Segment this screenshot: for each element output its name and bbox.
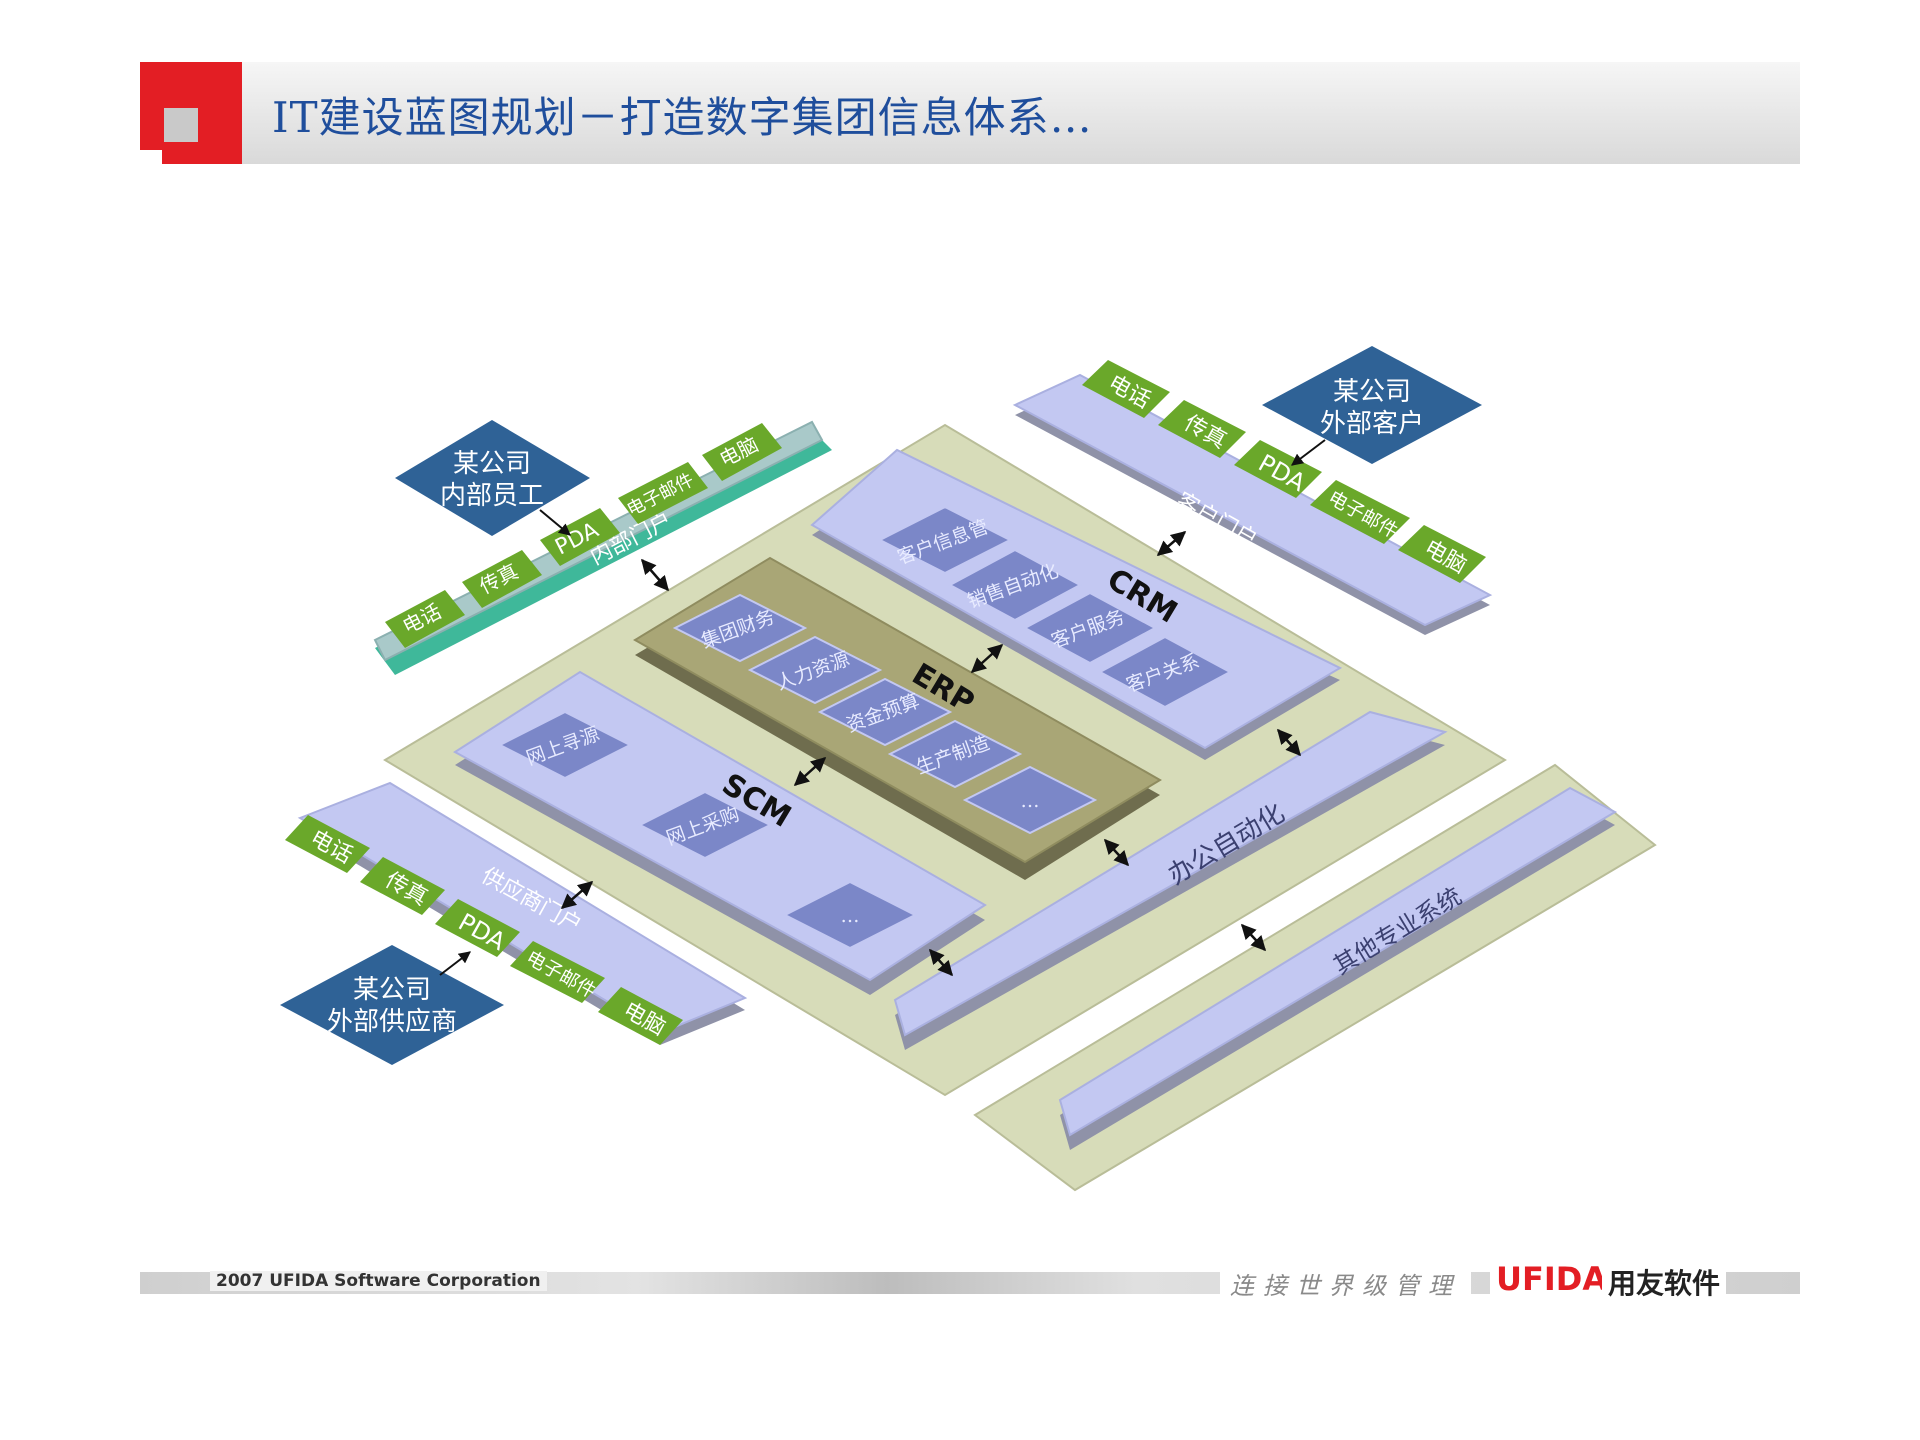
connector-arrows: [560, 531, 1301, 977]
erp-panel: ERP 集团财务 人力资源 资金预算 生产制造 …: [633, 556, 1162, 880]
customer-actor-arrow: [1291, 439, 1326, 466]
supplier-portal: 供应商门户 电话 传真 PDA 电子邮件 电脑: [285, 781, 748, 1045]
arrow-crm-office: [1277, 728, 1301, 757]
crm-module-4: 客户关系: [1097, 635, 1233, 709]
arrow-erp-scm: [793, 756, 827, 787]
arrow-supplier-scm: [560, 881, 594, 909]
scm-panel: SCM 网上寻源 网上采购 …: [453, 670, 987, 995]
footer-copyright: 2007 UFIDA Software Corporation: [210, 1271, 547, 1291]
crm-module-2: 销售自动化: [947, 548, 1083, 622]
logo-inner-square: [164, 108, 198, 142]
internal-actor-arrow: [539, 509, 571, 536]
scm-module-1: 网上寻源: [497, 710, 633, 780]
actor-line2: 外部客户: [1320, 409, 1424, 439]
scm-module-2: 网上采购: [637, 790, 773, 860]
customer-portal: 客户门户 电话 传真 PDA 电子邮件 电脑: [1012, 360, 1493, 635]
logo-notch: [140, 150, 162, 164]
erp-module-1: 集团财务: [672, 593, 808, 663]
arrow-internal-platform: [641, 558, 669, 592]
page-title: IT建设蓝图规划－打造数字集团信息体系…: [272, 93, 1093, 142]
arrow-office-other: [1240, 923, 1267, 952]
arrow-customer-crm: [1156, 531, 1187, 556]
footer-brand-name: 用友软件: [1602, 1262, 1727, 1302]
arrow-erp-crm: [970, 643, 1004, 674]
crm-panel: CRM 客户信息管 销售自动化 客户服务 客户关系: [810, 448, 1343, 760]
scm-module-label: …: [841, 905, 860, 927]
supplier-actor-arrow: [439, 951, 471, 976]
scm-module-3: …: [782, 880, 918, 950]
arrow-erp-office: [1103, 838, 1130, 867]
footer-slogan: 连接世界级管理: [1220, 1266, 1471, 1301]
actor-line1: 某公司: [453, 449, 531, 479]
logo-mark: [140, 62, 242, 164]
actor-line1: 某公司: [353, 975, 431, 1005]
title-bar: IT建设蓝图规划－打造数字集团信息体系…: [140, 62, 1800, 164]
actor-line1: 某公司: [1333, 377, 1411, 407]
footer-brand-logo: UFIDA: [1490, 1260, 1614, 1298]
erp-module-3: 资金预算: [817, 677, 953, 747]
internal-staff-actor: 某公司 内部员工: [395, 420, 590, 536]
actor-line2: 内部员工: [440, 481, 544, 511]
erp-module-label: …: [1021, 790, 1040, 812]
external-customer-actor: 某公司 外部客户: [1262, 346, 1482, 464]
external-supplier-actor: 某公司 外部供应商: [280, 945, 504, 1065]
actor-line2: 外部供应商: [327, 1007, 457, 1037]
arrow-scm-office: [929, 948, 953, 977]
erp-module-5: …: [962, 765, 1098, 835]
erp-module-4: 生产制造: [887, 719, 1023, 789]
erp-module-2: 人力资源: [747, 635, 883, 705]
crm-module-1: 客户信息管: [877, 505, 1013, 575]
crm-module-3: 客户服务: [1022, 591, 1158, 665]
